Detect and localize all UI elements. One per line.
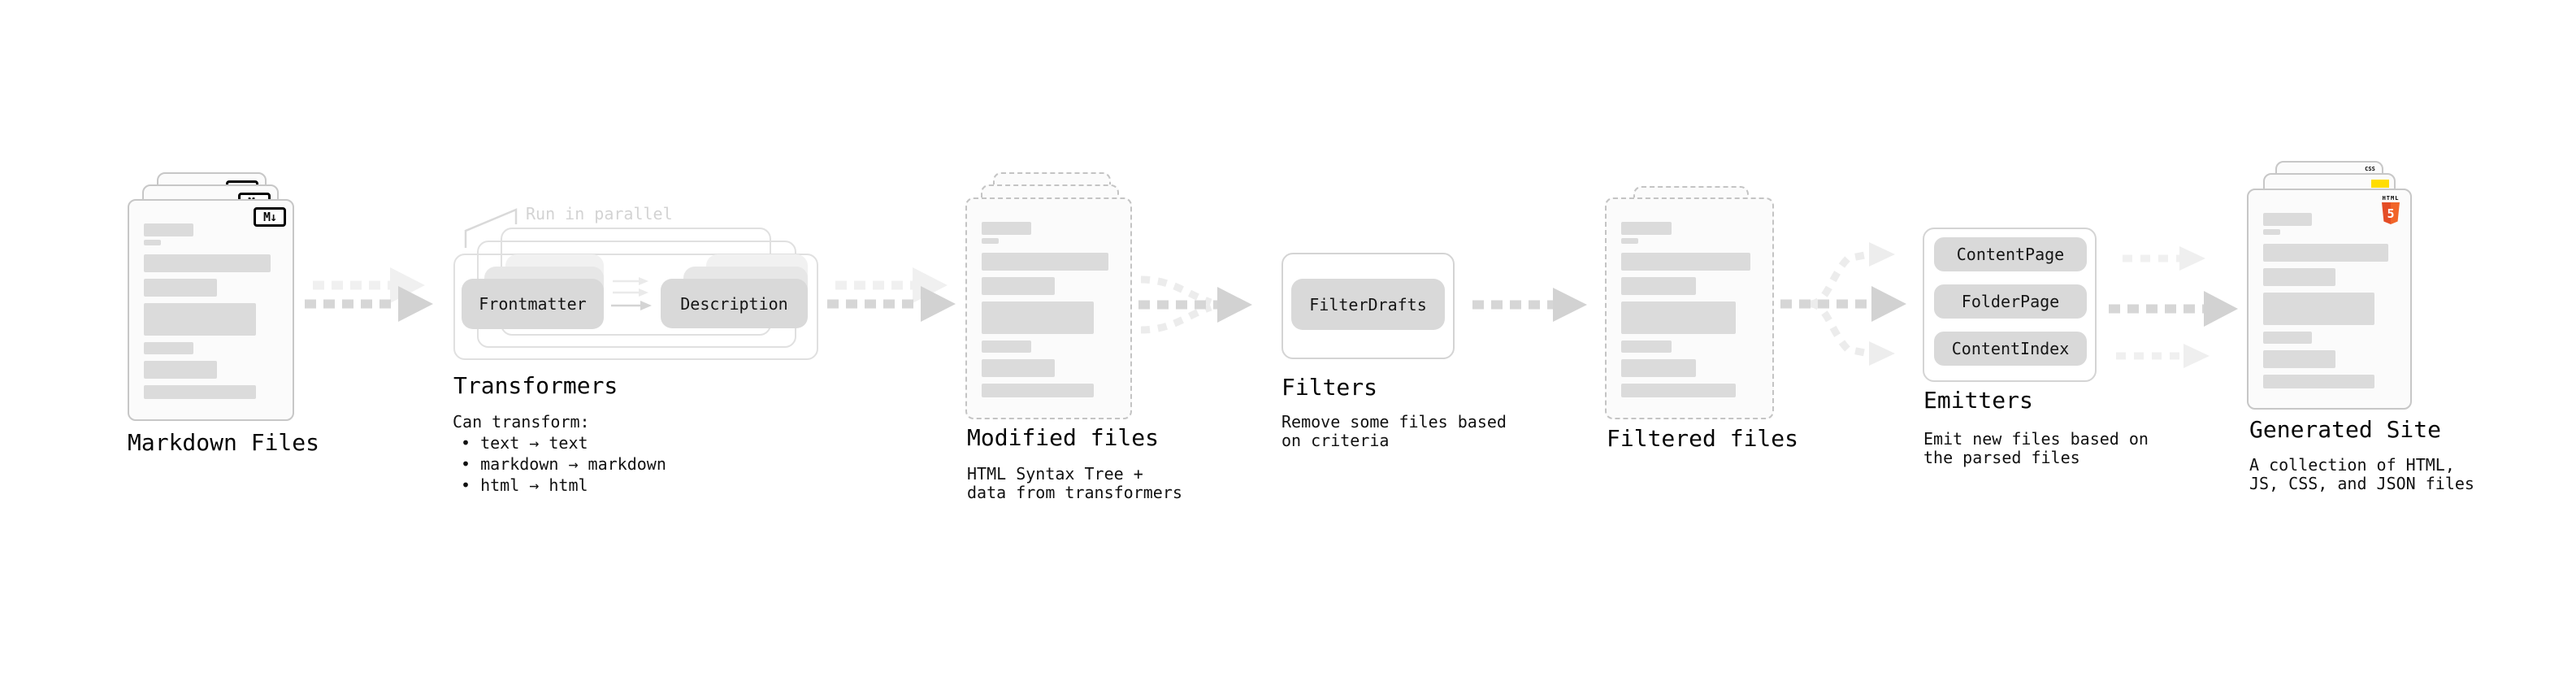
transformer-pill-description: Description xyxy=(661,279,808,328)
document-text-skeleton xyxy=(2263,213,2392,388)
generated-file-card-html: HTML 5 xyxy=(2247,189,2412,410)
emitters-description: Emit new files based on the parsed files xyxy=(1923,429,2149,467)
note-leader-line xyxy=(464,208,518,248)
stage-label-markdown-files: Markdown Files xyxy=(128,429,320,456)
transformer-pill-frontmatter: Frontmatter xyxy=(462,279,604,329)
filters-description: Remove some files based on criteria xyxy=(1281,412,1507,450)
emitter-pill-contentpage: ContentPage xyxy=(1934,237,2087,271)
modified-files-description: HTML Syntax Tree + data from transformer… xyxy=(967,464,1182,502)
document-text-skeleton xyxy=(144,223,275,399)
document-text-skeleton xyxy=(1621,222,1754,397)
markdown-icon: M↓ xyxy=(254,207,286,227)
run-in-parallel-note: Run in parallel xyxy=(526,204,673,223)
js-icon xyxy=(2371,180,2389,188)
flow-arrow-converge xyxy=(1138,275,1252,334)
flow-arrow-fanout xyxy=(1780,242,1906,366)
flow-arrow-3 xyxy=(1472,288,1587,322)
stage-label-filters: Filters xyxy=(1281,374,1378,401)
filtered-file-card-front xyxy=(1605,197,1774,419)
document-text-skeleton xyxy=(982,222,1112,397)
modified-file-card-front xyxy=(965,197,1132,419)
filter-pill-filterdrafts: FilterDrafts xyxy=(1291,279,1445,330)
stage-label-emitters: Emitters xyxy=(1923,387,2033,414)
stage-label-transformers: Transformers xyxy=(453,372,618,399)
transformer-inner-arrows xyxy=(611,277,652,310)
stage-label-filtered-files: Filtered files xyxy=(1607,425,1799,452)
transformer-stack-front xyxy=(453,254,818,360)
html5-icon: HTML 5 xyxy=(2381,195,2400,224)
emitter-pill-contentindex: ContentIndex xyxy=(1934,332,2087,366)
markdown-file-card-front: M↓ xyxy=(128,199,294,421)
stage-label-generated-site: Generated Site xyxy=(2249,416,2442,443)
generated-site-description: A collection of HTML, JS, CSS, and JSON … xyxy=(2249,455,2474,493)
emitter-pill-folderpage: FolderPage xyxy=(1934,284,2087,319)
stage-label-modified-files: Modified files xyxy=(967,424,1160,451)
flow-arrow-1 xyxy=(305,267,433,322)
flow-arrow-triple xyxy=(2109,246,2238,368)
transformers-description: Can transform: • text → text • markdown … xyxy=(453,412,666,495)
flow-arrow-2 xyxy=(827,267,956,322)
